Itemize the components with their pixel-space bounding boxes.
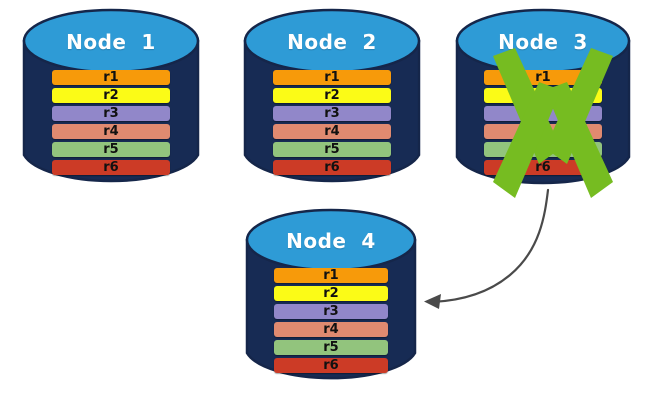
row-bar-r5[interactable]: r5: [484, 142, 602, 157]
row-bar-r3[interactable]: r3: [484, 106, 602, 121]
row-bar-r4[interactable]: r4: [52, 124, 170, 139]
row-bar-r4[interactable]: r4: [273, 124, 391, 139]
row-bar-r4[interactable]: r4: [484, 124, 602, 139]
row-bar-r6[interactable]: r6: [52, 160, 170, 175]
row-bar-r2[interactable]: r2: [484, 88, 602, 103]
row-bar-r5[interactable]: r5: [52, 142, 170, 157]
row-bar-r5[interactable]: r5: [273, 142, 391, 157]
node-4[interactable]: Node 4 r1 r2 r3 r4 r5 r6: [245, 208, 417, 386]
row-bar-r2[interactable]: r2: [274, 286, 388, 301]
row-bar-r3[interactable]: r3: [274, 304, 388, 319]
row-bar-r1[interactable]: r1: [484, 70, 602, 85]
row-bar-r6[interactable]: r6: [273, 160, 391, 175]
node-4-rows: r1 r2 r3 r4 r5 r6: [245, 268, 417, 373]
row-bar-r4[interactable]: r4: [274, 322, 388, 337]
row-bar-r6[interactable]: r6: [274, 358, 388, 373]
row-bar-r3[interactable]: r3: [273, 106, 391, 121]
row-bar-r2[interactable]: r2: [273, 88, 391, 103]
row-bar-r1[interactable]: r1: [52, 70, 170, 85]
node-1[interactable]: Node 1 r1 r2 r3 r4 r5 r6: [22, 8, 200, 188]
row-bar-r2[interactable]: r2: [52, 88, 170, 103]
node-3[interactable]: Node 3 r1 r2 r3 r4 r5 r6: [455, 8, 631, 198]
node-1-rows: r1 r2 r3 r4 r5 r6: [22, 70, 200, 175]
row-bar-r1[interactable]: r1: [274, 268, 388, 283]
row-bar-r3[interactable]: r3: [52, 106, 170, 121]
node-3-rows: r1 r2 r3 r4 r5 r6: [455, 70, 631, 175]
row-bar-r5[interactable]: r5: [274, 340, 388, 355]
row-bar-r1[interactable]: r1: [273, 70, 391, 85]
arrowhead-icon: [424, 294, 441, 309]
node-2-rows: r1 r2 r3 r4 r5 r6: [243, 70, 421, 175]
row-bar-r6[interactable]: r6: [484, 160, 602, 175]
node-2[interactable]: Node 2 r1 r2 r3 r4 r5 r6: [243, 8, 421, 188]
